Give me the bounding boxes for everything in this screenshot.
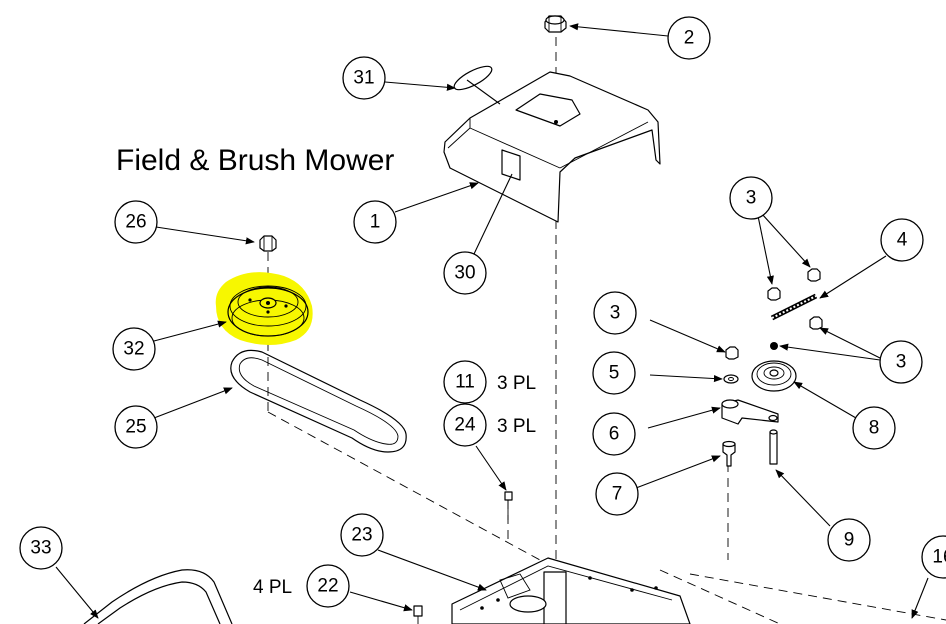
leader-3b: [649, 319, 726, 353]
part-belt-guard: [443, 71, 661, 223]
svg-text:32: 32: [123, 339, 144, 360]
callout-24: 24: [443, 403, 487, 447]
callout-16: 16: [921, 535, 946, 579]
svg-text:3: 3: [610, 303, 621, 324]
leader-30: [473, 173, 513, 255]
callout-3-left: 3: [593, 291, 637, 335]
callout-9: 9: [827, 518, 871, 562]
leader-3c-2: [779, 343, 881, 361]
leader-8: [793, 381, 857, 419]
callout-6: 6: [592, 412, 636, 456]
part-belt: [230, 349, 407, 453]
diagram-title: Field & Brush Mower: [116, 144, 394, 177]
svg-text:25: 25: [125, 417, 146, 438]
callout-2: 2: [667, 16, 711, 60]
qty-note-22: 4 PL: [253, 577, 292, 598]
svg-text:6: 6: [609, 424, 620, 445]
leader-24: [475, 445, 507, 491]
svg-text:31: 31: [353, 68, 374, 89]
callout-23: 23: [340, 513, 384, 557]
leader-6: [647, 406, 721, 429]
callout-1: 1: [353, 200, 397, 244]
svg-text:24: 24: [454, 415, 476, 436]
leader-16: [911, 577, 929, 619]
svg-text:3: 3: [896, 352, 907, 373]
leader-31b: [466, 79, 501, 105]
part-nut-3-idler: [725, 346, 739, 360]
svg-text:23: 23: [351, 525, 372, 546]
leader-7: [635, 455, 721, 489]
svg-text:11: 11: [455, 372, 475, 393]
qty-note-24: 3 PL: [497, 416, 536, 437]
callout-5: 5: [592, 351, 636, 395]
svg-text:5: 5: [609, 363, 620, 384]
svg-text:30: 30: [454, 263, 475, 284]
callout-8: 8: [852, 406, 896, 450]
callout-31: 31: [342, 56, 386, 100]
leader-25: [153, 387, 233, 419]
part-nut-3-lower: [770, 342, 778, 350]
part-pulley-highlighted: [215, 272, 313, 345]
svg-text:16: 16: [932, 547, 946, 568]
leader-2: [569, 23, 669, 37]
part-nut-3-upper-right: [807, 268, 821, 282]
leader-9: [775, 469, 831, 527]
svg-text:3: 3: [746, 188, 757, 209]
part-bolt-22: [413, 605, 423, 624]
leader-22: [349, 591, 413, 612]
part-washer: [723, 374, 739, 384]
axis-line-diagonal: [267, 411, 541, 561]
svg-text:26: 26: [125, 212, 146, 233]
svg-text:1: 1: [370, 212, 381, 233]
leader-5: [649, 374, 723, 383]
callout-4: 4: [880, 218, 924, 262]
part-idler-arm: [721, 399, 779, 425]
part-deck-plate: [451, 557, 946, 624]
callout-30: 30: [443, 251, 487, 295]
part-knob: [544, 15, 567, 33]
callout-26: 26: [114, 200, 158, 244]
qty-note-11: 3 PL: [497, 373, 536, 394]
leader-3c-1: [819, 327, 881, 359]
part-nut-3-upper-left: [767, 287, 781, 301]
callout-25: 25: [114, 405, 158, 449]
leader-33: [55, 566, 99, 619]
callout-22: 22: [306, 564, 350, 608]
svg-text:33: 33: [30, 538, 51, 559]
svg-text:2: 2: [684, 28, 695, 49]
callout-11: 11: [443, 360, 487, 404]
callout-32: 32: [112, 327, 156, 371]
part-shoulder-bolt: [722, 440, 736, 467]
part-idler-pulley: [751, 360, 797, 392]
svg-text:9: 9: [844, 530, 855, 551]
callout-7: 7: [595, 472, 639, 516]
part-bolt-24: [504, 491, 513, 520]
leader-23: [377, 549, 487, 591]
callout-3-right: 3: [879, 340, 923, 384]
leader-31: [384, 81, 456, 91]
svg-text:22: 22: [317, 576, 338, 597]
leader-3a-2: [761, 213, 811, 268]
part-bolt-9: [769, 429, 778, 465]
part-nut-26: [259, 235, 277, 252]
part-handle-tube: [83, 569, 233, 624]
part-spring: [770, 293, 818, 321]
leader-1: [394, 182, 479, 213]
part-decal-oval: [453, 65, 493, 91]
part-nut-3-lower-right: [809, 316, 823, 330]
svg-text:4: 4: [897, 230, 908, 251]
svg-text:7: 7: [612, 484, 623, 505]
leader-4: [819, 255, 887, 299]
leader-32: [153, 320, 227, 342]
leader-26: [155, 226, 255, 245]
leader-3a-1: [757, 215, 774, 285]
callout-3-top: 3: [729, 176, 773, 220]
callout-33: 33: [19, 526, 63, 570]
svg-text:8: 8: [869, 418, 880, 439]
